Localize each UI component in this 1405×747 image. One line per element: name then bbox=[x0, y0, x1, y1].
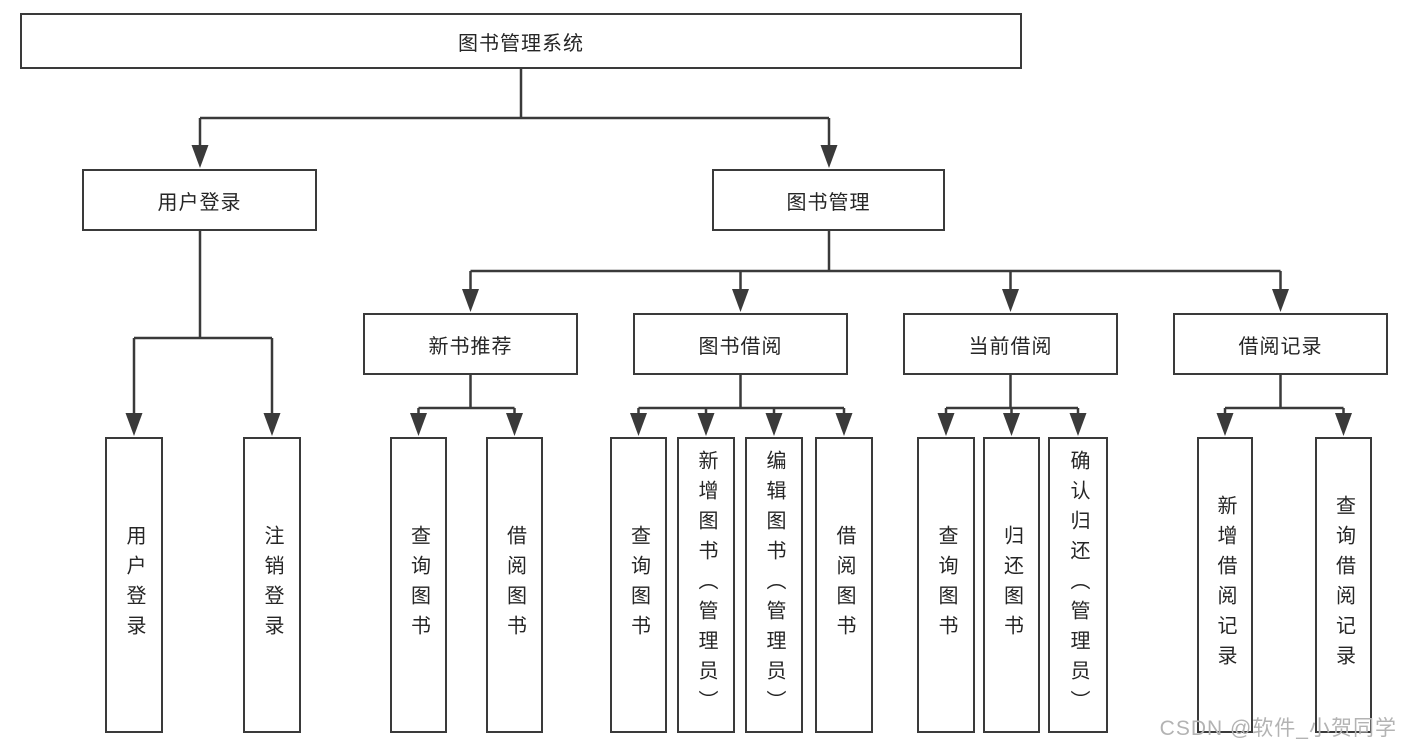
node-root-label: 图书管理系统 bbox=[458, 32, 584, 55]
leaf-query-books-borrow-label: 查询图书 bbox=[627, 525, 650, 645]
node-user-login: 用户登录 bbox=[82, 169, 317, 231]
leaf-logout-label: 注销登录 bbox=[261, 525, 283, 645]
leaf-user-login-label: 用户登录 bbox=[123, 525, 145, 645]
node-book-mgmt-label: 图书管理 bbox=[786, 191, 871, 214]
csdn-watermark: CSDN @软件_小贺同学 bbox=[1159, 717, 1397, 740]
leaf-add-book-admin-label: 新增图书（管理员） bbox=[695, 450, 717, 720]
node-new-book-recommend-label: 新书推荐 bbox=[428, 335, 513, 358]
leaf-confirm-return-admin-label: 确认归还（管理员） bbox=[1067, 450, 1089, 720]
node-user-login-label: 用户登录 bbox=[157, 191, 242, 214]
leaf-logout: 注销登录 bbox=[243, 437, 301, 733]
leaf-return-book: 归还图书 bbox=[983, 437, 1040, 733]
node-root: 图书管理系统 bbox=[20, 13, 1022, 69]
leaf-query-books-recommend-label: 查询图书 bbox=[407, 525, 430, 645]
edges-root bbox=[198, 69, 831, 150]
node-book-mgmt: 图书管理 bbox=[712, 169, 945, 231]
leaf-user-login: 用户登录 bbox=[105, 437, 163, 733]
node-new-book-recommend: 新书推荐 bbox=[363, 313, 578, 375]
node-borrow-records: 借阅记录 bbox=[1173, 313, 1388, 375]
edges-borrow-records-section bbox=[1223, 375, 1345, 418]
leaf-query-books-borrow: 查询图书 bbox=[610, 437, 667, 733]
leaf-edit-book-admin-label: 编辑图书（管理员） bbox=[763, 450, 785, 720]
edges-new-book-section bbox=[417, 375, 516, 418]
leaf-borrow-books-recommend: 借阅图书 bbox=[486, 437, 543, 733]
leaf-add-borrow-record: 新增借阅记录 bbox=[1197, 437, 1253, 733]
edges-user-login-branch bbox=[132, 231, 274, 418]
leaf-return-book-label: 归还图书 bbox=[1000, 525, 1023, 645]
node-book-borrow: 图书借阅 bbox=[633, 313, 848, 375]
leaf-edit-book-admin: 编辑图书（管理员） bbox=[745, 437, 803, 733]
node-book-borrow-label: 图书借阅 bbox=[698, 335, 783, 358]
edges-book-mgmt-branch bbox=[469, 231, 1282, 294]
node-borrow-records-label: 借阅记录 bbox=[1238, 335, 1323, 358]
node-current-borrow: 当前借阅 bbox=[903, 313, 1118, 375]
leaf-query-books-recommend: 查询图书 bbox=[390, 437, 447, 733]
leaf-add-book-admin: 新增图书（管理员） bbox=[677, 437, 735, 733]
edges-current-borrow-section bbox=[944, 375, 1080, 418]
leaf-query-books-current-label: 查询图书 bbox=[935, 525, 957, 645]
edges-book-borrow-section bbox=[637, 375, 846, 418]
leaf-confirm-return-admin: 确认归还（管理员） bbox=[1048, 437, 1108, 733]
leaf-query-borrow-record-label: 查询借阅记录 bbox=[1332, 495, 1355, 675]
arrowheads bbox=[125, 145, 1352, 436]
leaf-borrow-books: 借阅图书 bbox=[815, 437, 873, 733]
leaf-query-books-current: 查询图书 bbox=[917, 437, 975, 733]
leaf-query-borrow-record: 查询借阅记录 bbox=[1315, 437, 1372, 733]
leaf-borrow-books-recommend-label: 借阅图书 bbox=[503, 525, 526, 645]
leaf-add-borrow-record-label: 新增借阅记录 bbox=[1214, 495, 1236, 675]
node-current-borrow-label: 当前借阅 bbox=[968, 335, 1053, 358]
leaf-borrow-books-label: 借阅图书 bbox=[833, 525, 855, 645]
